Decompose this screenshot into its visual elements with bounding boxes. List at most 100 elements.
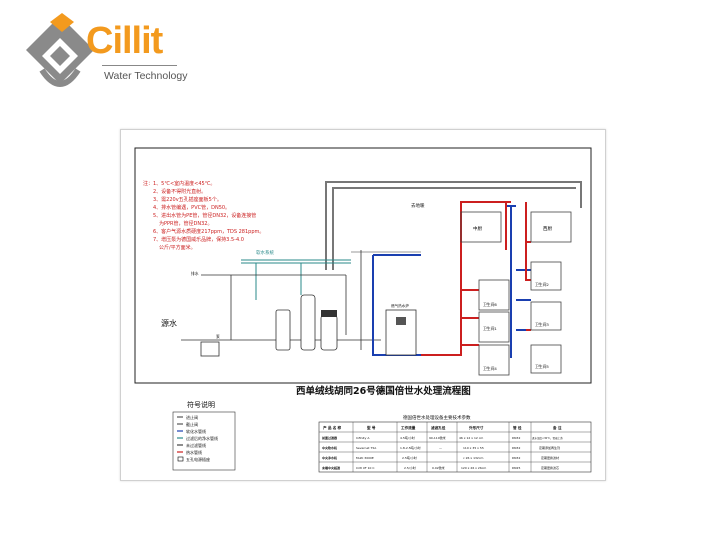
booster-pump bbox=[200, 341, 220, 357]
gas-water-heater bbox=[385, 309, 417, 356]
svg-text:—: — bbox=[439, 446, 442, 450]
table-header-cell: 工作流量 bbox=[401, 425, 416, 430]
note-line: 注：1、5℃<室内温度<45℃。 bbox=[143, 180, 215, 187]
svg-text:Severnet 75A: Severnet 75A bbox=[356, 446, 377, 450]
table-row: 中央软水机 Severnet 75A 1.8-2.5吨/小时 — 110 x 3… bbox=[322, 445, 560, 450]
symbol-legend: 符号说明 进止阀 截止阀 软化水管线 过滤后的净水管线 未过滤管线 bbox=[172, 400, 236, 471]
svg-text:1.8-2.5吨/小时: 1.8-2.5吨/小时 bbox=[400, 445, 421, 450]
table-header-cell: 滤滤孔径 bbox=[430, 425, 446, 430]
legend-item: 进止阀 bbox=[177, 414, 198, 420]
svg-text:90-110微米: 90-110微米 bbox=[429, 435, 446, 440]
source-water-label: 源水 bbox=[161, 318, 177, 328]
softener-head bbox=[321, 310, 337, 317]
installation-notes: 注：1、5℃<室内温度<45℃。 2、设备不得附光直射。 3、需220v五孔插座… bbox=[143, 180, 264, 251]
legend-item: 热水管线 bbox=[177, 449, 202, 455]
heater-panel bbox=[396, 317, 406, 325]
note-line: 4、排水管编遇，PVC管，DN50。 bbox=[153, 204, 230, 211]
svg-text:Cillt UF 10 C: Cillt UF 10 C bbox=[356, 466, 374, 470]
legend-item: 软化水管线 bbox=[177, 428, 206, 434]
note-line: 公斤/平方面米。 bbox=[159, 244, 196, 251]
svg-text:定期更换滤材: 定期更换滤材 bbox=[541, 455, 559, 460]
spec-table-header: 产 品 名 称 型 号 工作流量 滤滤孔径 外形尺寸 管 径 备 注 bbox=[323, 425, 562, 430]
svg-text:热水管线: 热水管线 bbox=[186, 449, 202, 455]
heating-label: 去地暖 bbox=[411, 202, 425, 209]
bathroom-labels: 卫生间1 卫生间2 卫生间3 卫生间4 卫生间5 卫生间6 bbox=[483, 282, 549, 371]
svg-text:120 x 26 x 26cm: 120 x 26 x 26cm bbox=[461, 466, 486, 470]
drain-label: 排水 bbox=[191, 271, 199, 276]
bathroom-label: 卫生间5 bbox=[535, 364, 549, 369]
svg-text:110 x 35 x 55: 110 x 35 x 55 bbox=[463, 446, 484, 450]
svg-text:过滤后的净水管线: 过滤后的净水管线 bbox=[186, 435, 218, 441]
spec-table-title: 德国倍世水处理设备主要技术参数 bbox=[403, 414, 471, 421]
legend-item: 未过滤管线 bbox=[177, 442, 206, 448]
table-header-cell: 外形尺寸 bbox=[468, 425, 484, 430]
diagram-title: 西单绒线胡同26号德国倍世水处理流程图 bbox=[296, 385, 471, 397]
pre-filter bbox=[275, 309, 291, 351]
svg-text:DN25: DN25 bbox=[512, 466, 520, 470]
central-water-softener bbox=[320, 314, 338, 351]
svg-text:软化水管线: 软化水管线 bbox=[186, 428, 206, 434]
note-line: 为PPR管，管径DN32。 bbox=[159, 220, 212, 227]
soft-water-label: 软水系统 bbox=[256, 249, 274, 256]
svg-text:前置过滤器: 前置过滤器 bbox=[322, 435, 338, 440]
brand-name: Cillit bbox=[86, 20, 163, 62]
svg-text:2.5/小时: 2.5/小时 bbox=[404, 465, 416, 470]
svg-text:未过滤管线: 未过滤管线 bbox=[186, 442, 206, 448]
svg-text:46 x 12 x 12 cm: 46 x 12 x 12 cm bbox=[459, 436, 483, 440]
cillit-logo: Cillit Water Technology bbox=[0, 0, 200, 100]
bathroom-label: 卫生间2 bbox=[535, 282, 549, 287]
table-header-cell: 产 品 名 称 bbox=[323, 425, 342, 430]
svg-text:0.02微米: 0.02微米 bbox=[432, 465, 445, 470]
note-line: 7、增压泵为德国威乐品牌，保持3.5-4.0 bbox=[153, 236, 244, 243]
cillit-logo-mark bbox=[26, 13, 94, 87]
note-line: 3、需220v五孔插座面板5个。 bbox=[153, 196, 222, 203]
logo-divider bbox=[102, 65, 177, 66]
svg-text:Infinity A: Infinity A bbox=[356, 436, 370, 440]
svg-text:中央净水机: 中央净水机 bbox=[322, 455, 337, 460]
svg-text:进止阀: 进止阀 bbox=[186, 414, 198, 420]
heater-label: 燃气热水炉 bbox=[391, 303, 409, 308]
svg-text:定期添加再生剂: 定期添加再生剂 bbox=[539, 445, 560, 450]
flow-diagram-sheet: 注：1、5℃<室内温度<45℃。 2、设备不得附光直射。 3、需220v五孔插座… bbox=[120, 129, 606, 481]
svg-text:定期更换滤芯: 定期更换滤芯 bbox=[541, 465, 559, 470]
legend-item: 过滤后的净水管线 bbox=[177, 435, 218, 441]
western-kitchen-label: 西厨 bbox=[543, 226, 552, 232]
svg-text:2.5吨/小时: 2.5吨/小时 bbox=[402, 455, 417, 460]
spec-table: 德国倍世水处理设备主要技术参数 产 品 名 称 型 号 工作流量 滤滤孔径 外形… bbox=[318, 414, 592, 473]
table-header-cell: 管 径 bbox=[513, 425, 522, 430]
svg-text:末端中央超滤: 末端中央超滤 bbox=[321, 465, 340, 470]
svg-text:c 26 x 132cm: c 26 x 132cm bbox=[463, 456, 483, 460]
svg-text:五孔电源插座: 五孔电源插座 bbox=[186, 456, 210, 462]
svg-text:截止阀: 截止阀 bbox=[186, 421, 198, 427]
bathroom-units bbox=[478, 261, 562, 376]
pump-label: 泵 bbox=[216, 334, 220, 339]
table-header-cell: 型 号 bbox=[367, 425, 376, 430]
unfiltered-pipes bbox=[325, 181, 582, 270]
bathroom-label: 卫生间3 bbox=[535, 322, 549, 327]
svg-text:中央软水机: 中央软水机 bbox=[322, 445, 337, 450]
svg-text:进水温度<30℃，需缩上游: 进水温度<30℃，需缩上游 bbox=[532, 436, 563, 440]
svg-text:DN32: DN32 bbox=[512, 446, 520, 450]
legend-item: 截止阀 bbox=[177, 421, 198, 427]
table-row: 中央净水机 Multi 3000E 2.5吨/小时 c 26 x 132cm D… bbox=[322, 455, 559, 460]
svg-text:DN32: DN32 bbox=[512, 436, 520, 440]
table-row: 前置过滤器 Infinity A 4.5吨/小时 90-110微米 46 x 1… bbox=[322, 435, 563, 440]
flow-diagram: 注：1、5℃<室内温度<45℃。 2、设备不得附光直射。 3、需220v五孔插座… bbox=[134, 147, 592, 473]
bathroom-label: 卫生间1 bbox=[483, 326, 497, 331]
western-kitchen-unit: 西厨 bbox=[530, 211, 572, 243]
kitchen-label: 中厨 bbox=[473, 225, 482, 232]
svg-text:Multi 3000E: Multi 3000E bbox=[356, 456, 374, 460]
hot-water-pipes bbox=[421, 201, 531, 356]
legend-item: 五孔电源插座 bbox=[177, 456, 210, 462]
bathroom-label: 卫生间6 bbox=[483, 302, 497, 307]
brand-tagline: Water Technology bbox=[104, 70, 188, 82]
soft-water-pipes bbox=[241, 259, 351, 300]
svg-text:DN32: DN32 bbox=[512, 456, 520, 460]
bathroom-label: 卫生间4 bbox=[483, 366, 497, 371]
table-header-cell: 备 注 bbox=[552, 425, 562, 430]
note-line: 2、设备不得附光直射。 bbox=[153, 188, 206, 195]
legend-title: 符号说明 bbox=[187, 400, 215, 409]
note-line: 6、客户气源水质硬度217ppm，TDS 281ppm。 bbox=[153, 228, 264, 235]
central-water-purifier bbox=[300, 294, 316, 351]
kitchen-unit: 中厨 bbox=[460, 211, 502, 243]
